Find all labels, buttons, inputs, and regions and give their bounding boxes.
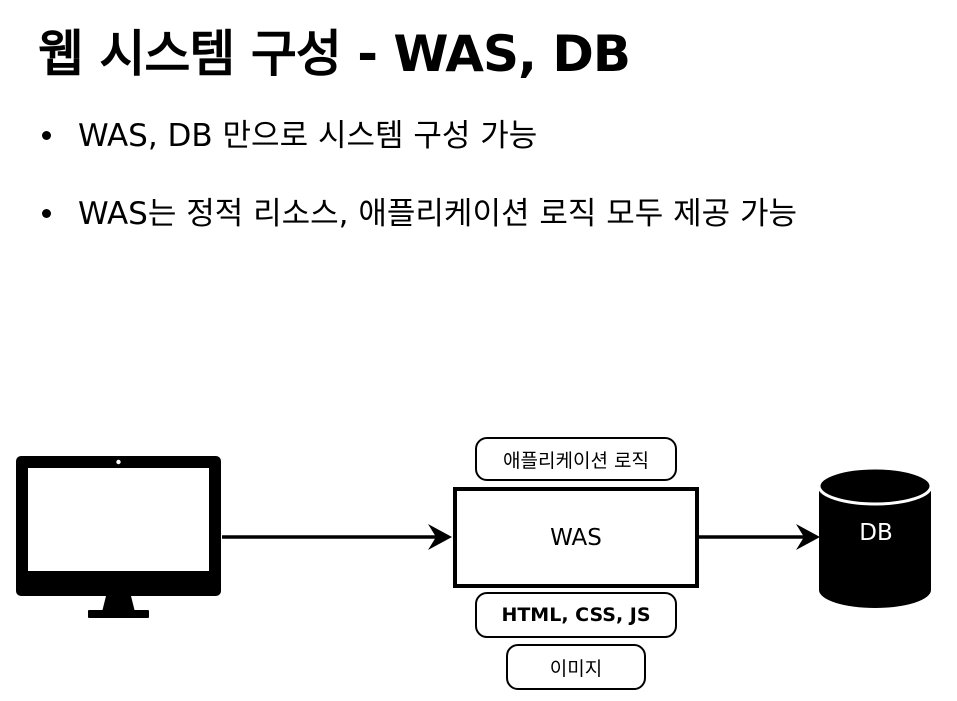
bullet-text: WAS는 정적 리소스, 애플리케이션 로직 모두 제공 가능	[78, 196, 798, 232]
slide-title: 웹 시스템 구성 - WAS, DB	[38, 25, 631, 83]
was-server-box: WAS	[453, 487, 699, 588]
bullet-item: WAS는 정적 리소스, 애플리케이션 로직 모두 제공 가능	[40, 190, 797, 268]
bullet-dot	[42, 131, 51, 140]
database-cylinder-icon	[817, 466, 933, 608]
static-resources-pill: HTML, CSS, JS	[475, 592, 677, 638]
application-logic-pill: 애플리케이션 로직	[475, 437, 677, 481]
desktop-monitor-icon	[16, 456, 221, 618]
arrow-was-to-db	[699, 524, 820, 550]
bullet-list: WAS, DB 만으로 시스템 구성 가능 WAS는 정적 리소스, 애플리케이…	[40, 112, 797, 268]
image-resources-pill: 이미지	[506, 644, 646, 690]
db-label: DB	[859, 520, 893, 546]
bullet-text: WAS, DB 만으로 시스템 구성 가능	[78, 118, 538, 154]
bullet-item: WAS, DB 만으로 시스템 구성 가능	[40, 112, 797, 190]
arrow-client-to-was	[222, 524, 452, 550]
bullet-dot	[42, 209, 51, 218]
